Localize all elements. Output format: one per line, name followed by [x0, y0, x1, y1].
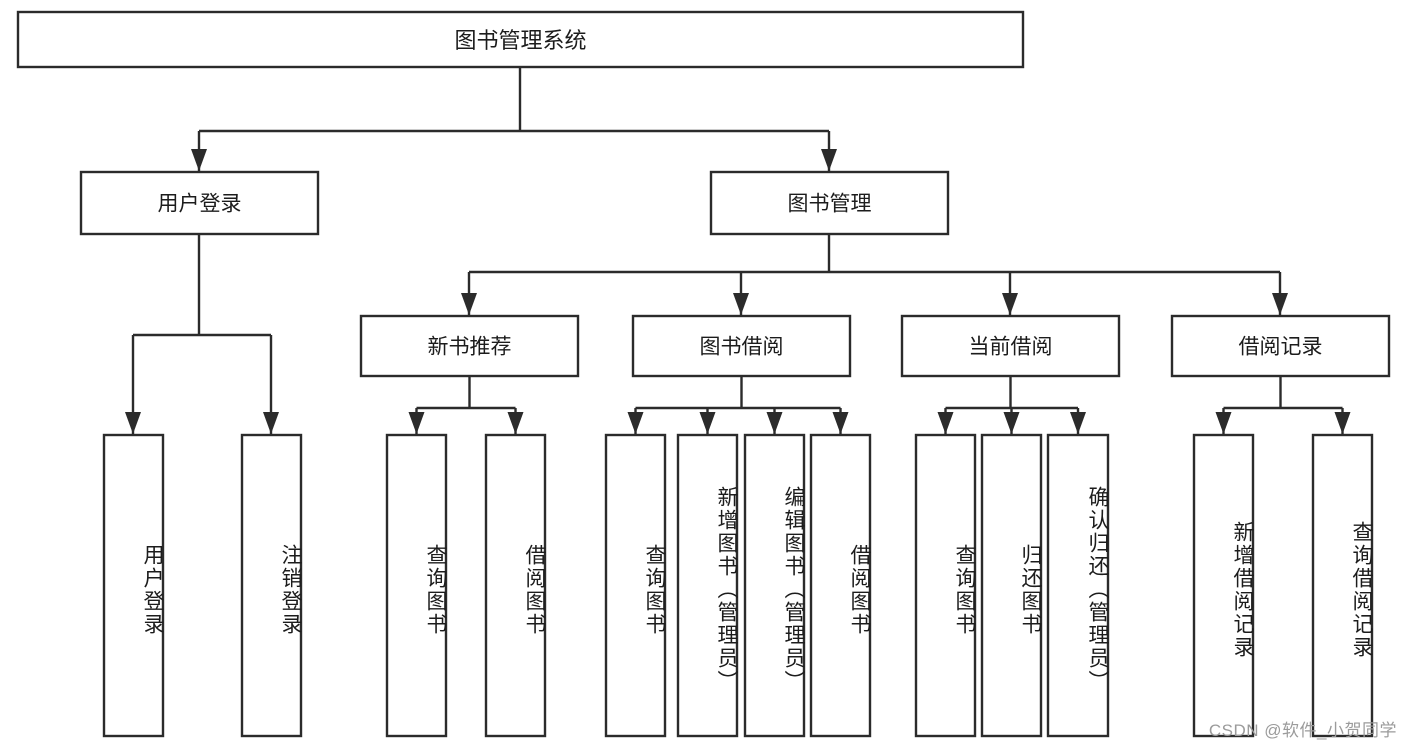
leaf-4-box[interactable]	[604, 433, 667, 738]
leaf-1-box[interactable]	[240, 433, 303, 738]
level2-2-label: 当前借阅	[969, 336, 1053, 359]
level2-1-label: 图书借阅	[700, 336, 784, 359]
level1-0-label: 用户登录	[158, 193, 242, 216]
arrow-head-icon	[627, 412, 644, 434]
csdn-watermark: CSDN @软件_小贺同学	[1208, 721, 1397, 740]
arrow-head-icon	[733, 293, 749, 315]
edges-layer	[125, 67, 1351, 434]
arrow-head-icon	[1002, 293, 1018, 315]
leaf-5-box[interactable]	[676, 433, 739, 738]
arrow-head-icon	[1070, 412, 1086, 434]
level1-1-label: 图书管理	[788, 193, 872, 216]
leaf-11-box[interactable]	[1192, 433, 1255, 738]
arrow-head-icon	[766, 412, 783, 434]
arrow-head-icon	[699, 412, 716, 434]
leaf-12-box[interactable]	[1311, 433, 1374, 738]
leaf-3-box[interactable]	[484, 433, 547, 738]
arrow-head-icon	[125, 412, 141, 434]
level2-2-box[interactable]	[900, 314, 1121, 378]
level1-1-box[interactable]	[709, 170, 950, 236]
root-node-label: 图书管理系统	[454, 28, 586, 53]
root-node-box[interactable]	[16, 10, 1025, 69]
leaf-2-box[interactable]	[385, 433, 448, 738]
level1-0-box[interactable]	[79, 170, 320, 236]
level2-3-box[interactable]	[1170, 314, 1391, 378]
arrow-head-icon	[832, 412, 849, 434]
arrow-head-icon	[408, 412, 425, 434]
level2-0-box[interactable]	[359, 314, 580, 378]
leaf-9-box[interactable]	[980, 433, 1043, 738]
arrow-head-icon	[461, 293, 477, 315]
arrow-head-icon	[263, 412, 279, 434]
arrow-head-icon	[1003, 412, 1020, 434]
arrow-head-icon	[1272, 293, 1288, 315]
level2-1-box[interactable]	[631, 314, 852, 378]
arrow-head-icon	[937, 412, 954, 434]
leaf-6-box[interactable]	[743, 433, 806, 738]
leaf-0-box[interactable]	[102, 433, 165, 738]
leaf-10-box[interactable]	[1046, 433, 1110, 738]
arrow-head-icon	[191, 149, 207, 171]
arrow-head-icon	[1334, 412, 1351, 434]
arrow-head-icon	[1215, 412, 1232, 434]
arrow-head-icon	[507, 412, 524, 434]
level2-3-label: 借阅记录	[1239, 336, 1323, 359]
leaf-8-box[interactable]	[914, 433, 977, 738]
arrow-head-icon	[821, 149, 837, 171]
leaf-7-box[interactable]	[809, 433, 872, 738]
level2-0-label: 新书推荐	[428, 336, 512, 359]
boxes-layer	[16, 10, 1391, 738]
